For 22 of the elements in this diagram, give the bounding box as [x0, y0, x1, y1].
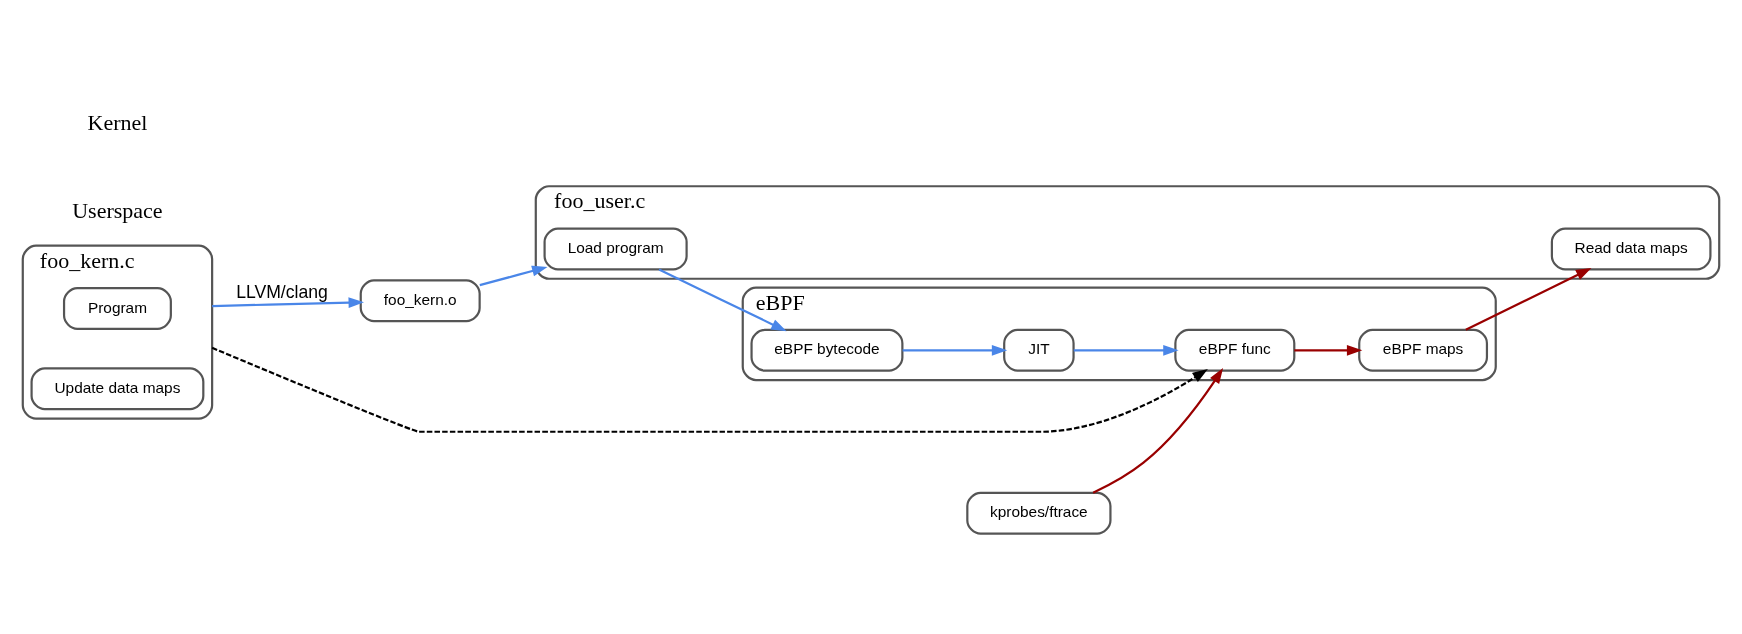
arrow: [479, 265, 548, 287]
node-box: Update data maps: [30, 367, 205, 411]
node-box: Load program: [543, 227, 688, 271]
node-box: Program: [62, 287, 172, 330]
label: Kernel: [87, 110, 148, 136]
node-box: kprobes/ftrace: [966, 491, 1112, 535]
node-box: eBPF maps: [1358, 328, 1489, 372]
node-box: eBPF func: [1174, 328, 1296, 372]
arrow: [211, 346, 1208, 433]
arrow: [658, 268, 787, 332]
node-box: foo_kern.o: [359, 279, 481, 323]
arrow: [1294, 344, 1363, 356]
edge-label: LLVM/clang: [236, 282, 328, 303]
node-box: JIT: [1003, 328, 1075, 372]
arrow: [1465, 268, 1592, 331]
arrow: [902, 344, 1008, 356]
node-box: Read data maps: [1550, 227, 1712, 271]
node-box: eBPF bytecode: [750, 328, 904, 372]
arrow: [1073, 344, 1179, 356]
label: Userspace: [72, 198, 163, 224]
arrow: [212, 297, 364, 308]
arrow: [1092, 368, 1224, 494]
